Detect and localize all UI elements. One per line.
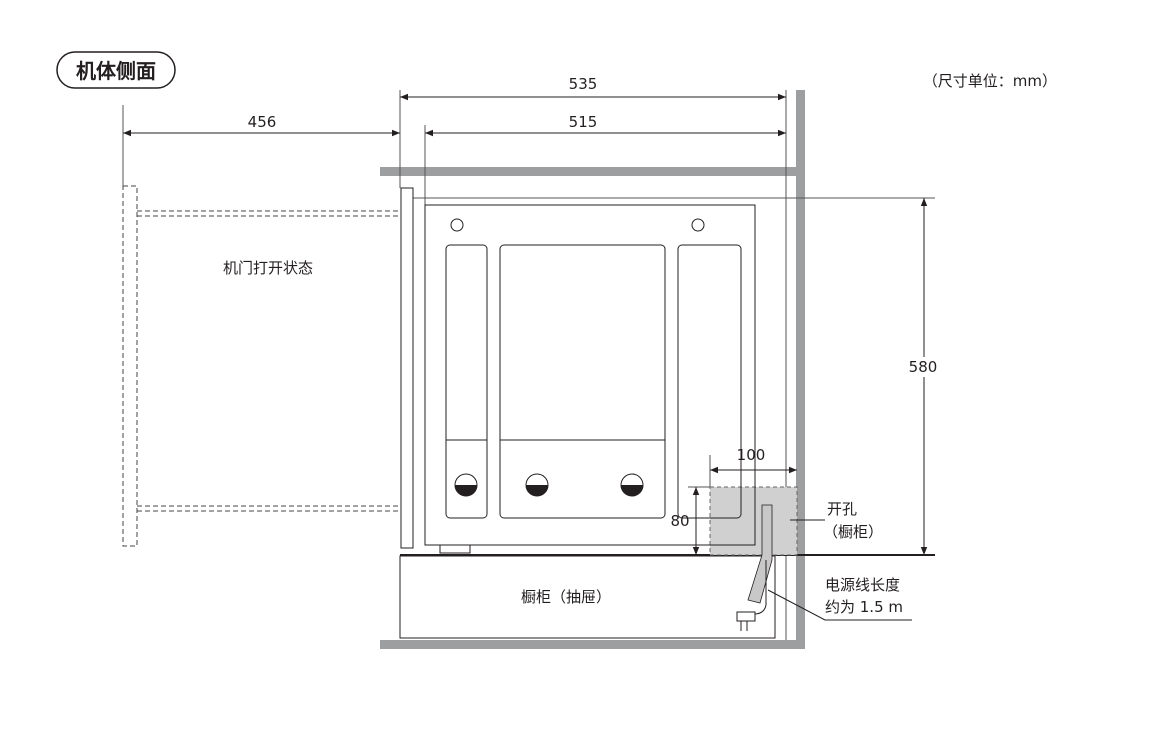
unit-note: （尺寸单位：mm）: [923, 72, 1057, 90]
title-badge: 机体侧面: [56, 51, 176, 89]
dim-100-label: 100: [737, 446, 766, 464]
machine-door: [400, 187, 414, 549]
machine-body: [424, 204, 756, 546]
dim-80-label: 80: [670, 512, 689, 530]
open-door-outline: [122, 185, 401, 547]
screw-icon: [691, 218, 705, 232]
knob-icons: [454, 473, 644, 497]
left-rack: [445, 244, 488, 519]
middle-rack: [499, 244, 666, 519]
dim-535-label: 535: [569, 75, 598, 93]
hole-label-sub: （橱柜）: [823, 523, 883, 541]
cord-length-label: 约为 1.5 m: [825, 598, 903, 616]
screw-icon: [450, 218, 464, 232]
cabinet-top-shelf: [380, 167, 797, 176]
dim-580-label: 580: [909, 358, 938, 376]
door-open-label: 机门打开状态: [223, 259, 313, 277]
cutout-hole: [709, 486, 798, 556]
plug-icon: [736, 611, 756, 622]
machine-foot: [439, 544, 471, 554]
right-rack: [677, 244, 742, 519]
dim-456-label: 456: [248, 113, 277, 131]
cabinet-right-wall: [796, 90, 805, 648]
page-title: 机体侧面: [76, 59, 156, 83]
leader-line: [767, 589, 912, 621]
hole-label: 开孔: [827, 500, 857, 518]
cabinet-bottom: [380, 640, 805, 649]
dim-515-label: 515: [569, 113, 598, 131]
drawer-label: 橱柜（抽屉）: [521, 588, 611, 606]
dim-580-bg: [905, 357, 941, 377]
power-cord: [736, 504, 773, 631]
cord-label: 电源线长度: [825, 576, 900, 594]
